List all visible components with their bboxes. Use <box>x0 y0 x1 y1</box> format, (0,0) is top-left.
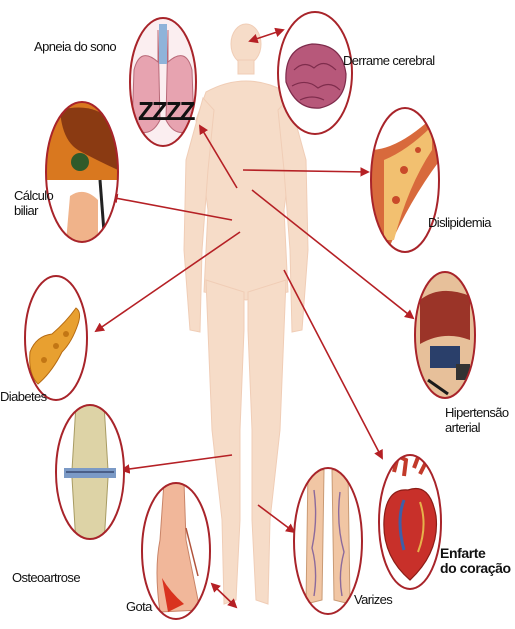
legs-icon <box>294 468 362 614</box>
label-varizes: Varizes <box>354 592 392 607</box>
gallbladder-icon <box>44 100 120 242</box>
label-derrame: Derrame cerebral <box>343 53 435 68</box>
zzz-text: ZZZZ <box>138 96 196 126</box>
label-dislipidemia: Dislipidemia <box>428 215 491 230</box>
blood-pressure-icon <box>414 272 476 402</box>
label-calculo: Cálculo biliar <box>14 188 53 218</box>
brain-icon <box>278 12 352 134</box>
foot-icon <box>142 482 210 619</box>
knee-joint-icon <box>56 404 124 544</box>
pancreas-icon <box>25 276 87 400</box>
label-hipertensao: Hipertensão arterial <box>445 405 509 435</box>
label-osteoartrose: Osteoartrose <box>12 570 80 585</box>
arrow-enfarte <box>284 270 382 458</box>
label-apneia: Apneia do sono <box>34 39 116 54</box>
artery-icon <box>370 108 440 252</box>
label-diabetes: Diabetes <box>0 389 47 404</box>
lungs-icon <box>128 18 200 148</box>
label-enfarte: Enfarte do coração <box>440 546 511 576</box>
label-gota: Gota <box>126 599 152 614</box>
heart-icon <box>379 452 441 589</box>
